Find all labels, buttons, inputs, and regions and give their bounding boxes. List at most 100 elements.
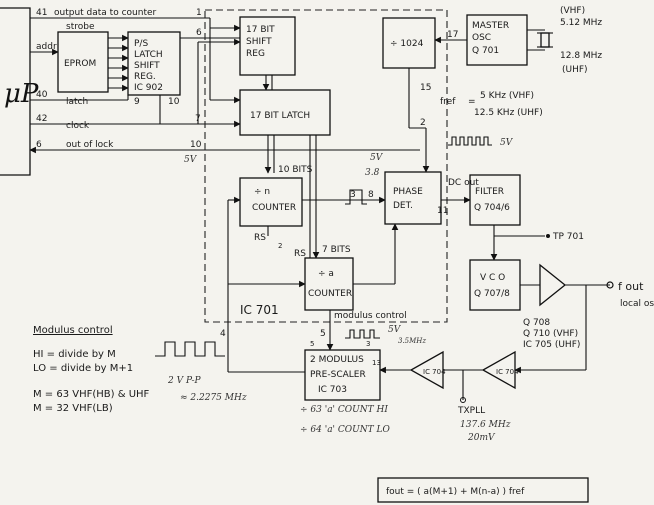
vco-line-1: V C O — [480, 273, 505, 283]
latch-shift-register-block — [127, 31, 181, 96]
modulus-hi: HI = divide by M — [33, 349, 116, 360]
pin-5-a: 5 — [320, 329, 326, 339]
tx-freq-note: 137.6 MHz — [460, 420, 511, 430]
pin-13: 13 — [372, 359, 381, 367]
vpp-note: 2 V P-P — [167, 376, 202, 386]
bit-latch-block — [239, 89, 331, 136]
dc-out-label: DC out — [448, 178, 479, 188]
pin-11: 11 — [437, 206, 448, 216]
master-osc-line-2: OSC — [472, 33, 491, 43]
local-osc-label: local osc — [620, 299, 654, 309]
pin-2: 2 — [420, 118, 426, 128]
pin-1: 1 — [196, 8, 202, 18]
uhf-label-top: (UHF) — [562, 65, 588, 75]
fref-equals: = — [468, 97, 476, 107]
freq-128: 12.8 MHz — [560, 51, 602, 61]
latch-reg-line-5: IC 902 — [134, 83, 163, 93]
latch-label: latch — [66, 97, 88, 107]
ic701-boundary — [204, 9, 448, 323]
pin-7: 7 — [195, 114, 201, 124]
modulus-title: Modulus control — [33, 325, 113, 336]
counter-n-line-1: ÷ n — [254, 187, 270, 197]
counter-a-block — [304, 257, 354, 311]
counter-a-line-2: COUNTER — [308, 289, 352, 299]
prescaler-line-1: 2 MODULUS — [310, 355, 364, 365]
eprom-block — [57, 31, 109, 93]
latch-reg-line-1: P/S — [134, 39, 148, 49]
filter-line-1: FILTER — [475, 187, 504, 197]
shift-reg-line-3: REG — [246, 49, 265, 59]
pin-15: 15 — [420, 83, 431, 93]
v5-label-c: 5V — [370, 153, 384, 163]
crystal-symbol — [540, 32, 550, 48]
ic704-buffer-right — [481, 350, 516, 390]
v5-label-a: 5V — [184, 155, 198, 165]
clock-label: clock — [66, 121, 90, 131]
shift-reg-line-2: SHIFT — [246, 37, 272, 47]
counter-n-line-2: COUNTER — [252, 203, 296, 213]
master-osc-line-1: MASTER — [472, 21, 509, 31]
phase-detector-block — [384, 171, 442, 225]
count63-note: ÷ 63 'a' COUNT HI — [300, 405, 388, 415]
pin-3-b: 3 — [366, 340, 370, 348]
modulus-m32: M = 32 VHF(LB) — [33, 403, 113, 414]
prescaler-line-2: PRE-SCALER — [310, 370, 366, 380]
shift-reg-line-1: 17 BIT — [246, 25, 275, 35]
vco-line-2: Q 707/8 — [474, 289, 510, 299]
bits-7-label: 7 BITS — [322, 245, 351, 255]
fref-label: fref — [440, 97, 456, 107]
pin-5-b: 5 — [310, 340, 314, 348]
rs-label-2: RS — [294, 249, 306, 259]
rs-label-1: RS — [254, 233, 266, 243]
vco-block — [469, 259, 521, 311]
fref-uhf: 12.5 KHz (UHF) — [474, 108, 543, 118]
counter-a-line-1: ÷ a — [318, 269, 334, 279]
pin-42: 42 — [36, 114, 47, 124]
pin-41: 41 — [36, 8, 47, 18]
pin-4: 4 — [220, 329, 226, 339]
bit-latch-label: 17 BIT LATCH — [250, 111, 310, 121]
strobe-label: strobe — [66, 22, 95, 32]
latch-reg-line-4: REG. — [134, 72, 156, 82]
pin-9: 9 — [134, 97, 140, 107]
modulus-m63: M = 63 VHF(HB) & UHF — [33, 389, 150, 400]
vhf-label-top: (VHF) — [560, 6, 585, 16]
count64-note: ÷ 64 'a' COUNT LO — [300, 425, 390, 435]
formula-text: fout = ( a(M+1) + M(n-a) ) fref — [386, 487, 525, 497]
addr-label: addr — [36, 42, 57, 52]
phase-det-line-2: DET. — [393, 201, 413, 211]
out-of-lock-label: out of lock — [66, 140, 114, 150]
pin-8: 8 — [368, 190, 374, 200]
tp701-dot — [546, 234, 550, 238]
fref-vhf: 5 KHz (VHF) — [480, 91, 534, 101]
q708-label: Q 708 — [523, 318, 550, 328]
pin-6: 6 — [196, 28, 202, 38]
prescaler-block — [304, 349, 381, 401]
ic704-buffer-left — [409, 350, 444, 390]
bits-10-label: 10 BITS — [278, 165, 313, 175]
txpll-node — [460, 397, 466, 403]
mhz-note: ≈ 2.2275 MHz — [180, 393, 247, 403]
txpll-label: TXPLL — [457, 406, 485, 416]
divide-1024-label: ÷ 1024 — [390, 39, 424, 49]
amplifier-triangle — [539, 263, 567, 307]
ic704-left-label: IC 704 — [423, 368, 446, 376]
microprocessor-block — [0, 7, 31, 176]
master-osc-line-3: Q 701 — [472, 46, 499, 56]
tx-dbm-note: 20mV — [467, 433, 496, 443]
v5-label-d: 5V — [388, 325, 402, 335]
ic704-right-label: IC 704 — [496, 368, 519, 376]
pin-6-out: 6 — [36, 140, 42, 150]
pin-11-b: 2 — [278, 242, 282, 250]
pin-10: 10 — [168, 97, 180, 107]
filter-block — [469, 174, 521, 226]
fout-node — [606, 281, 614, 289]
latch-reg-line-3: SHIFT — [134, 61, 160, 71]
formula-box — [377, 477, 589, 503]
modulus-control-label: modulus control — [334, 311, 407, 321]
counter-n-block — [239, 177, 303, 227]
v-small-note: 3.5MHz — [398, 337, 426, 345]
pd-small-note: 3.8 — [365, 168, 380, 178]
q710-label: Q 710 (VHF) — [523, 329, 578, 339]
